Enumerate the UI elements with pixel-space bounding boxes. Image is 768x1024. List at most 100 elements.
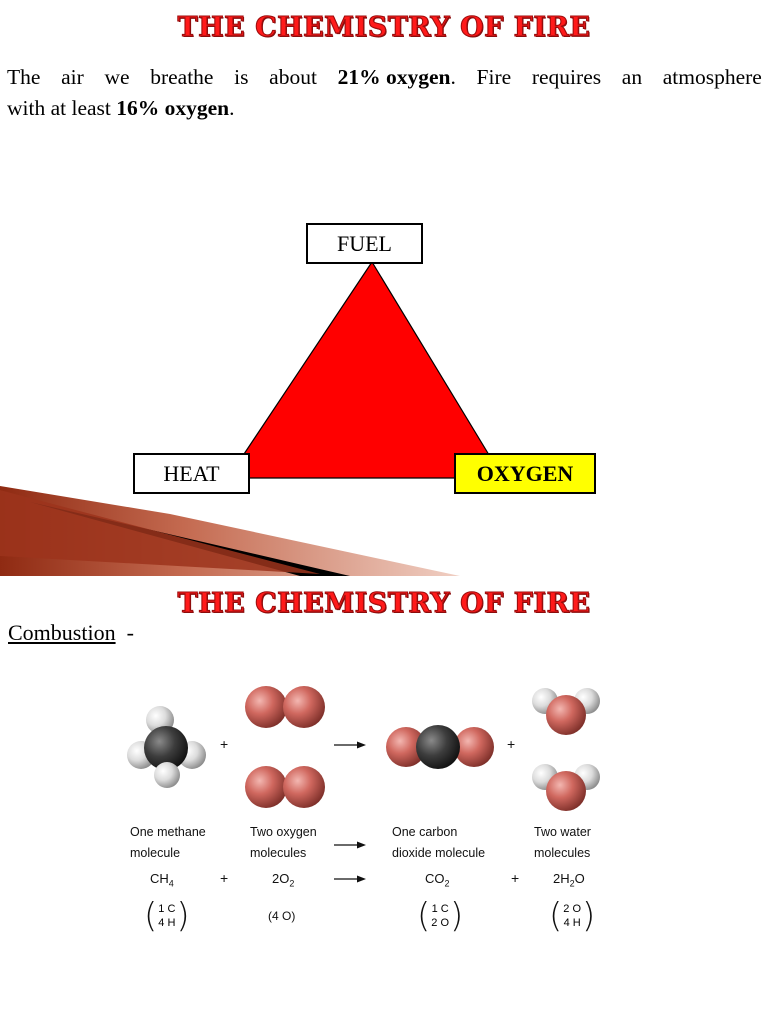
carbon-atom <box>144 726 188 770</box>
methane-molecule <box>127 706 206 788</box>
methane-atom-count: ( 1 C 4 H ) <box>144 899 190 933</box>
oxygen-atom-count: (4 O) <box>268 909 296 923</box>
atom-count: 1 C <box>431 903 449 915</box>
methane-formula: CH4 <box>150 871 174 889</box>
slide-1-title: THE CHEMISTRY OF FIRE <box>177 11 591 43</box>
fire-triangle <box>226 260 505 479</box>
fire-triangle-shape <box>226 260 505 479</box>
intro-text: . <box>229 96 235 120</box>
reaction-arrow <box>334 875 366 883</box>
hydrogen-atom <box>154 762 180 788</box>
intro-word: Fire <box>476 65 512 89</box>
caption-line: One methane <box>130 825 206 839</box>
caption-line: Two oxygen <box>250 825 317 839</box>
water-formula: 2H2O <box>553 871 585 889</box>
intro-paragraph: The air we breathe is about 21% oxygen. … <box>7 62 762 124</box>
left-paren: ( <box>144 896 158 936</box>
oxygen-molecule <box>245 686 325 728</box>
water-molecule <box>532 688 600 735</box>
formula-subscript: 2 <box>289 878 295 889</box>
oxygen-atom <box>386 727 426 767</box>
atom-count: 4 H <box>563 917 581 929</box>
combustion-dash: - <box>115 620 134 645</box>
oxygen-atom <box>546 695 586 735</box>
oxygen-atom <box>546 771 586 811</box>
atom-count: 4 H <box>158 917 176 929</box>
combustion-reaction-diagram <box>127 686 600 883</box>
plus-sign: + <box>507 736 516 752</box>
caption-line: molecules <box>250 846 307 860</box>
plus-sign: + <box>220 736 229 752</box>
intro-word: . <box>450 65 456 89</box>
carbon-dioxide-caption: One carbon dioxide molecule <box>392 822 485 864</box>
intro-word: about <box>269 65 317 89</box>
atom-count-stack: 1 C 2 O <box>430 902 450 930</box>
caption-line: molecule <box>130 846 181 860</box>
atom-count-stack: 2 O 4 H <box>562 902 582 930</box>
formula-subscript: 2 <box>569 878 575 889</box>
right-paren: ) <box>176 896 190 936</box>
combustion-heading: Combustion - <box>8 620 134 646</box>
caption-line: molecules <box>534 846 591 860</box>
intro-word: is <box>234 65 249 89</box>
fuel-label: FUEL <box>306 223 423 264</box>
caption-line: One carbon <box>392 825 458 839</box>
intro-word: breathe <box>150 65 214 89</box>
left-paren: ( <box>417 896 431 936</box>
intro-word: atmosphere <box>662 65 762 89</box>
carbon-dioxide-formula: CO2 <box>425 871 450 889</box>
formula-text: CH <box>150 871 169 886</box>
water-atom-count: ( 2 O 4 H ) <box>549 899 595 933</box>
oxygen-atom <box>454 727 494 767</box>
water-molecule <box>532 764 600 811</box>
slide-2: THE CHEMISTRY OF FIRE Combustion - <box>0 576 768 1024</box>
intro-line-1: The air we breathe is about 21% oxygen. … <box>7 62 762 93</box>
formula-text: 2O <box>272 871 290 886</box>
oxygen-atom <box>245 686 287 728</box>
intro-word: requires <box>531 65 602 89</box>
atom-count: 2 O <box>563 903 581 915</box>
formula-text: 2H <box>553 871 570 886</box>
right-paren: ) <box>450 896 464 936</box>
intro-word: air <box>61 65 84 89</box>
combustion-label: Combustion <box>8 620 116 645</box>
oxygen-caption: Two oxygen molecules <box>250 822 317 864</box>
caption-line: dioxide molecule <box>392 846 486 860</box>
required-oxygen-percent: 16% oxygen <box>116 96 230 120</box>
intro-word: we <box>104 65 130 89</box>
decorative-swoosh <box>0 486 460 576</box>
air-oxygen-percent: 21% oxygen <box>337 65 451 89</box>
swoosh-dark-band <box>0 490 320 574</box>
intro-text: with at least <box>7 96 117 120</box>
caption-line: Two water <box>534 825 591 839</box>
atom-count-stack: 1 C 4 H <box>157 902 176 930</box>
methane-caption: One methane molecule <box>130 822 206 864</box>
intro-word: The <box>7 65 41 89</box>
slide-2-title: THE CHEMISTRY OF FIRE <box>177 587 591 619</box>
oxygen-label: OXYGEN <box>454 453 596 494</box>
oxygen-atom <box>283 766 325 808</box>
plus-sign: + <box>511 870 520 886</box>
plus-sign: + <box>220 870 229 886</box>
oxygen-atom <box>245 766 287 808</box>
oxygen-molecule <box>245 766 325 808</box>
atom-count: 1 C <box>158 903 176 915</box>
intro-line-2: with at least 16% oxygen. <box>7 93 762 124</box>
carbon-dioxide-molecule <box>386 725 494 769</box>
carbon-atom <box>416 725 460 769</box>
oxygen-formula: 2O2 <box>272 871 294 889</box>
atom-count: 2 O <box>431 917 449 929</box>
oxygen-atom <box>283 686 325 728</box>
carbon-dioxide-atom-count: ( 1 C 2 O ) <box>417 899 463 933</box>
heat-label: HEAT <box>133 453 250 494</box>
left-paren: ( <box>549 896 563 936</box>
formula-text: O <box>574 871 585 886</box>
reaction-arrow <box>334 741 366 749</box>
formula-text: CO <box>425 871 445 886</box>
slide-1: THE CHEMISTRY OF FIRE The air we breathe… <box>0 11 762 576</box>
water-caption: Two water molecules <box>534 822 591 864</box>
right-paren: ) <box>582 896 596 936</box>
formula-subscript: 4 <box>168 878 174 889</box>
reaction-arrow <box>334 841 366 849</box>
intro-word: an <box>621 65 643 89</box>
